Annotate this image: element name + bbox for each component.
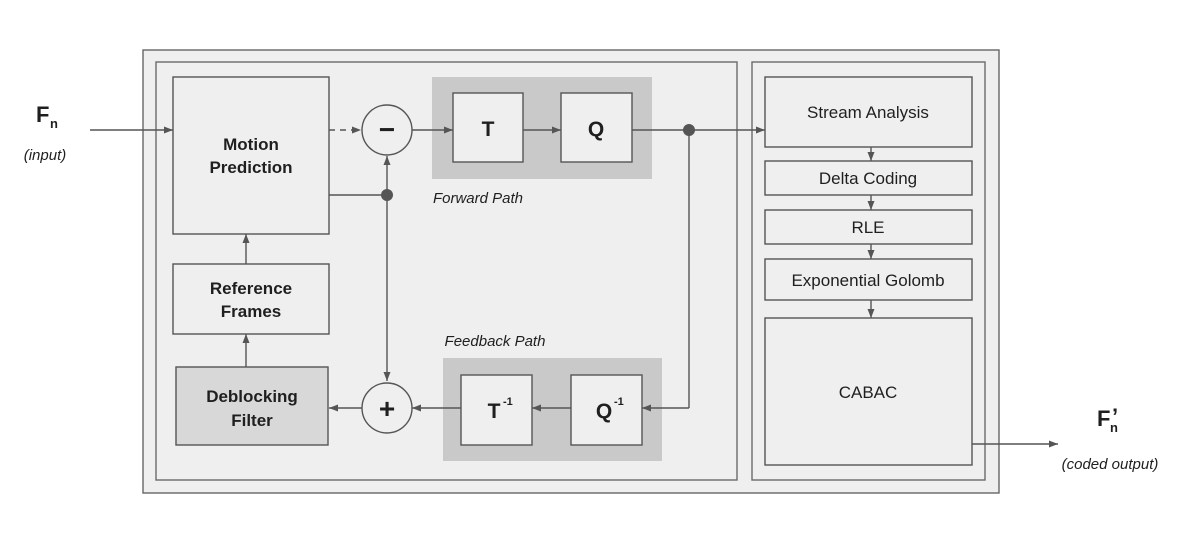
svg-text:-1: -1: [614, 396, 624, 408]
rle-block: RLE: [764, 209, 973, 245]
feedback-path-label: Feedback Path: [445, 333, 546, 350]
reference-frames-block: Reference Frames: [172, 263, 330, 335]
svg-text:’: ’: [1112, 404, 1118, 429]
svg-text:-1: -1: [503, 396, 513, 408]
delta-coding-block: Delta Coding: [764, 160, 973, 196]
svg-text:Motion: Motion: [223, 135, 279, 154]
svg-text:T: T: [482, 118, 495, 141]
svg-text:RLE: RLE: [851, 218, 884, 237]
svg-text:Delta Coding: Delta Coding: [819, 169, 917, 188]
transform-block: T: [452, 92, 524, 163]
svg-text:Q: Q: [588, 118, 604, 141]
svg-text:n: n: [50, 116, 58, 131]
svg-text:Reference: Reference: [210, 279, 292, 298]
add-operator: +: [361, 382, 413, 434]
output-caption: (coded output): [1062, 456, 1159, 473]
forward-path-label: Forward Path: [433, 190, 523, 207]
quantize-block: Q: [560, 92, 633, 163]
svg-text:Deblocking: Deblocking: [206, 387, 298, 406]
svg-text:−: −: [379, 114, 395, 145]
svg-text:Stream Analysis: Stream Analysis: [807, 103, 929, 122]
connections: [90, 126, 1058, 448]
svg-text:F: F: [1097, 406, 1110, 431]
subtract-operator: −: [361, 104, 413, 156]
output-label: F n ’: [1097, 404, 1118, 435]
svg-text:CABAC: CABAC: [839, 383, 898, 402]
junction-dot-output: [683, 124, 695, 136]
deblocking-filter-block: Deblocking Filter: [175, 366, 329, 446]
cabac-block: CABAC: [764, 317, 973, 466]
svg-text:T: T: [488, 400, 501, 423]
svg-text:n: n: [1110, 420, 1118, 435]
input-label: F n: [36, 102, 58, 131]
motion-prediction-block: Motion Prediction: [172, 76, 330, 235]
svg-text:Frames: Frames: [221, 302, 281, 321]
svg-text:Exponential Golomb: Exponential Golomb: [791, 271, 944, 290]
input-caption: (input): [24, 147, 67, 164]
exponential-golomb-block: Exponential Golomb: [764, 258, 973, 301]
svg-text:Filter: Filter: [231, 411, 273, 430]
svg-text:+: +: [379, 393, 395, 424]
inverse-transform-block: T -1: [460, 374, 533, 446]
svg-text:Prediction: Prediction: [209, 158, 292, 177]
inverse-quantize-block: Q -1: [570, 374, 643, 446]
junction-dot-feedback: [381, 189, 393, 201]
stream-analysis-block: Stream Analysis: [764, 76, 973, 148]
svg-text:F: F: [36, 102, 49, 127]
svg-text:Q: Q: [596, 400, 612, 423]
